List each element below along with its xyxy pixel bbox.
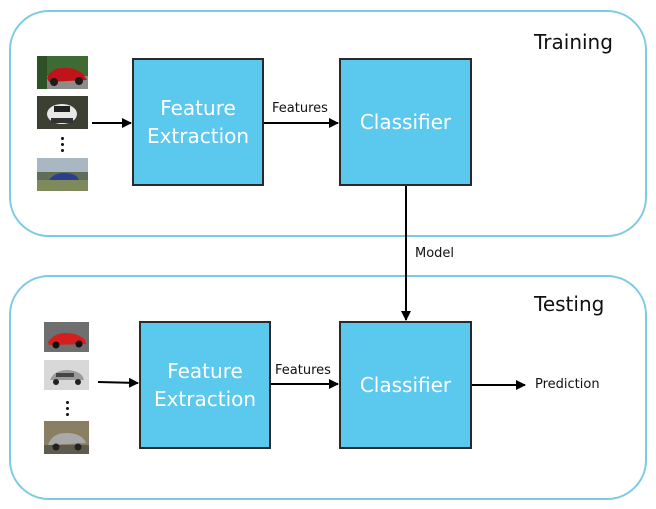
testing-more-images-ellipsis — [66, 401, 70, 419]
model-label: Model — [415, 246, 455, 261]
training-panel — [9, 10, 647, 237]
training-feature-extraction-box: Feature Extraction — [132, 58, 264, 186]
testing-input-arrow — [97, 377, 139, 388]
training-classifier-box: Classifier — [339, 58, 472, 186]
testing-panel — [9, 275, 647, 500]
testing-image-2 — [44, 360, 89, 390]
testing-classifier-box: Classifier — [339, 321, 472, 449]
training-image-1 — [37, 56, 88, 89]
testing-title: Testing — [534, 292, 605, 316]
training-image-2 — [37, 96, 88, 129]
training-image-3 — [37, 158, 88, 191]
testing-image-1 — [44, 322, 89, 352]
testing-feature-extraction-box: Feature Extraction — [139, 321, 271, 449]
training-classifier-label: Classifier — [359, 110, 452, 134]
training-features-label: Features — [272, 101, 328, 116]
testing-classifier-label: Classifier — [359, 373, 452, 397]
training-title: Training — [534, 30, 613, 54]
prediction-label: Prediction — [535, 377, 600, 392]
testing-features-label: Features — [275, 363, 331, 378]
testing-feature-extraction-label: Feature Extraction — [153, 359, 257, 411]
training-more-images-ellipsis — [61, 137, 65, 155]
training-feature-extraction-label: Feature Extraction — [146, 96, 250, 148]
testing-image-3 — [44, 421, 89, 454]
